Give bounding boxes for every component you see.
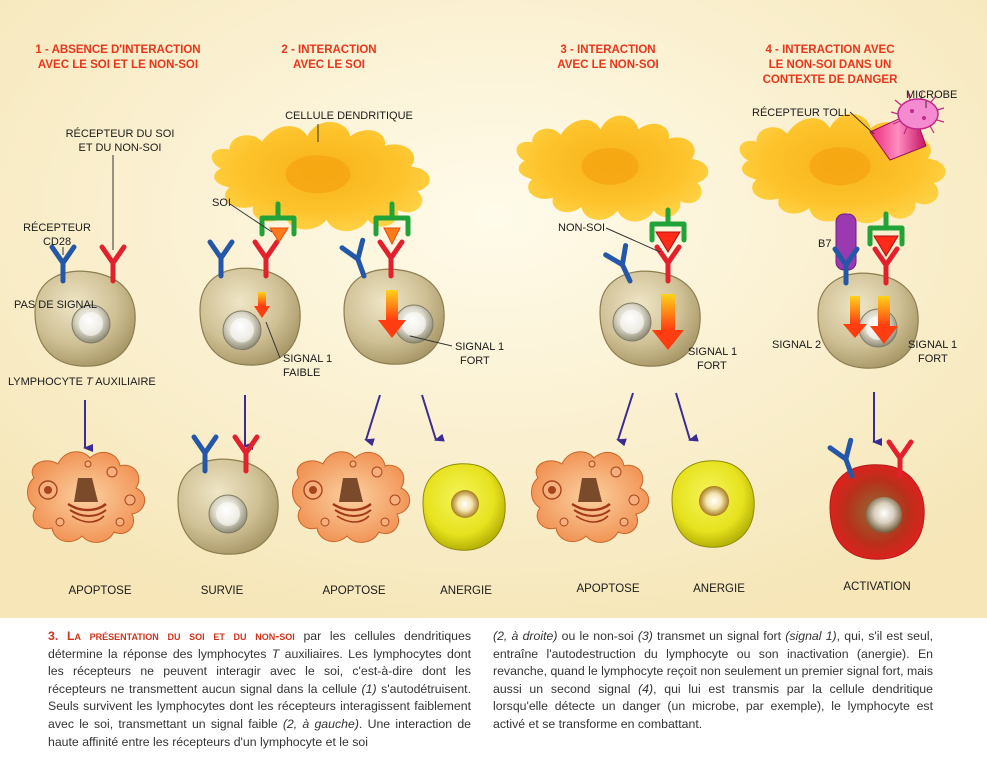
caption-column-1: 3. La présentation du soi et du non-soi …: [48, 628, 471, 751]
immunology-diagram: 1 - ABSENCE D'INTERACTION AVEC LE SOI ET…: [0, 0, 987, 618]
outcome-4: ANERGIE: [440, 585, 492, 597]
heading-1-line2: AVEC LE SOI ET LE NON-SOI: [38, 59, 198, 71]
label-dendritic-cell: CELLULE DENDRITIQUE: [285, 110, 413, 122]
heading-4-line3: CONTEXTE DE DANGER: [763, 74, 899, 86]
caption-lead: La présentation du soi et du non-soi: [66, 629, 295, 643]
outcome-7: ACTIVATION: [843, 581, 910, 593]
label-cd28-2: CD28: [43, 236, 71, 248]
outcome-6: ANERGIE: [693, 583, 745, 595]
caption-text-7: , qui, s'il est seul, entraîne l'autodes…: [493, 629, 933, 696]
signal-arrow-strong-b-head: [652, 330, 684, 350]
caption-ref-4: (3): [637, 629, 653, 643]
caption-ref-6: (4): [638, 681, 654, 696]
arrow-col3-right: [675, 392, 699, 442]
heading-3-line2: AVEC LE NON-SOI: [557, 59, 658, 71]
leader-toll: [849, 111, 875, 135]
heading-2-line1: 2 - INTERACTION: [281, 44, 376, 56]
apoptotic-cell-2: [291, 450, 411, 544]
caption-text-5: ou le non-soi: [557, 629, 638, 643]
arrow-col2-right: [421, 394, 445, 442]
label-soi: SOI: [212, 197, 231, 209]
label-signal1-strong-a-1: SIGNAL 1: [455, 341, 504, 353]
activated-cell: [829, 464, 925, 560]
antigen-self-col2-left: [269, 227, 289, 243]
signal-arrow-weak-stem: [258, 292, 266, 306]
apoptotic-cell-1: [26, 450, 146, 544]
signal-arrow-weak-head: [254, 306, 270, 318]
label-b7: B7: [818, 238, 831, 250]
caption-t: T: [271, 646, 280, 661]
signal-arrow-strong-a-stem: [386, 290, 398, 320]
caption-ref-2: (2, à gauche): [282, 716, 359, 731]
label-microbe: MICROBE: [906, 89, 957, 101]
heading-4: 4 - INTERACTION AVEC LE NON-SOI DANS UN …: [763, 44, 899, 86]
lymphocyte-cell-col4: [817, 272, 919, 369]
heading-2: 2 - INTERACTION AVEC LE SOI: [281, 44, 376, 71]
lymphocyte-cell-col3: [599, 270, 701, 367]
signal-arrow-strong-c-stem: [878, 296, 890, 326]
label-signal1-weak-1: SIGNAL 1: [283, 353, 332, 365]
caption-text-8: , qui lui est transmis par la cellule de…: [493, 681, 933, 731]
label-signal1-strong-a-2: FORT: [460, 355, 490, 367]
caption-text-2: auxiliaires. Les lymphocytes dont les ré…: [48, 646, 471, 696]
outcome-1: APOPTOSE: [68, 585, 131, 597]
label-cd28-1: RÉCEPTEUR: [23, 221, 91, 234]
apoptotic-cell-3: [530, 450, 650, 544]
caption-ref-5: (signal 1): [785, 629, 837, 643]
heading-1-line1: 1 - ABSENCE D'INTERACTION: [35, 44, 200, 56]
caption-text-4: . Une interaction de haute affinité entr…: [48, 716, 471, 749]
heading-3: 3 - INTERACTION AVEC LE NON-SOI: [557, 44, 658, 71]
label-receptor-self-1: RÉCEPTEUR DU SOI: [66, 127, 175, 140]
signal-arrow-strong-b-stem: [661, 294, 675, 330]
label-non-soi: NON-SOI: [558, 222, 605, 234]
caption-text-1: par les cellules dendritiques détermine …: [48, 629, 472, 661]
caption-ref-1: (1): [361, 681, 377, 696]
label-signal1-strong-b-1: SIGNAL 1: [688, 346, 737, 358]
microbe-icon: [890, 91, 945, 136]
heading-1: 1 - ABSENCE D'INTERACTION AVEC LE SOI ET…: [35, 44, 200, 71]
leader-signal1-weak: [265, 321, 281, 359]
outcome-3: APOPTOSE: [322, 585, 385, 597]
heading-2-line2: AVEC LE SOI: [293, 59, 365, 71]
leader-soi: [229, 203, 273, 233]
lymphocyte-cell-col1: [34, 270, 136, 367]
arrow-col3-left: [616, 392, 634, 447]
label-signal1-strong-c-2: FORT: [918, 353, 948, 365]
caption-number: 3.: [48, 629, 59, 643]
antigen-nonself-col4: [873, 235, 899, 257]
label-lymphocyte: LYMPHOCYTE T AUXILIAIRE: [8, 376, 156, 388]
label-signal2: SIGNAL 2: [772, 339, 821, 351]
figure-caption: 3. La présentation du soi et du non-soi …: [0, 618, 987, 761]
caption-ref-3: (2, à droite): [493, 629, 558, 643]
label-no-signal: PAS DE SIGNAL: [14, 299, 97, 311]
label-signal1-weak-2: FAIBLE: [283, 367, 320, 379]
label-toll-receptor: RÉCEPTEUR TOLL: [752, 106, 850, 119]
leader-non-soi: [605, 227, 661, 253]
heading-4-line1: 4 - INTERACTION AVEC: [765, 44, 894, 56]
signal-arrow-2-stem: [850, 296, 860, 324]
anergic-cell-2: [671, 460, 755, 548]
antigen-nonself-col3: [655, 231, 681, 253]
lymphocyte-cell-col2-left: [199, 267, 301, 366]
label-signal1-strong-c-1: SIGNAL 1: [908, 339, 957, 351]
caption-text-3: s'autodétruisent. Seuls survivent les ly…: [48, 681, 472, 731]
caption-text-6: transmet un signal fort: [652, 629, 786, 643]
label-receptor-self-2: ET DU NON-SOI: [79, 142, 162, 154]
heading-3-line1: 3 - INTERACTION: [560, 44, 655, 56]
signal-arrow-2-head: [843, 324, 867, 338]
signal-arrow-strong-a-head: [378, 320, 406, 338]
label-signal1-strong-b-2: FORT: [697, 360, 727, 372]
arrow-col2-mid: [364, 394, 381, 447]
antigen-self-col2-right: [383, 227, 401, 246]
outcome-5: APOPTOSE: [576, 583, 639, 595]
heading-4-line2: LE NON-SOI DANS UN: [769, 59, 892, 71]
outcome-2: SURVIE: [201, 585, 244, 597]
anergic-cell-1: [422, 463, 506, 551]
leader-signal1-strong-a: [409, 335, 453, 347]
caption-column-2: (2, à droite) ou le non-soi (3) transmet…: [493, 628, 933, 734]
signal-arrow-strong-c-head: [870, 326, 898, 344]
survival-cell: [177, 458, 279, 555]
